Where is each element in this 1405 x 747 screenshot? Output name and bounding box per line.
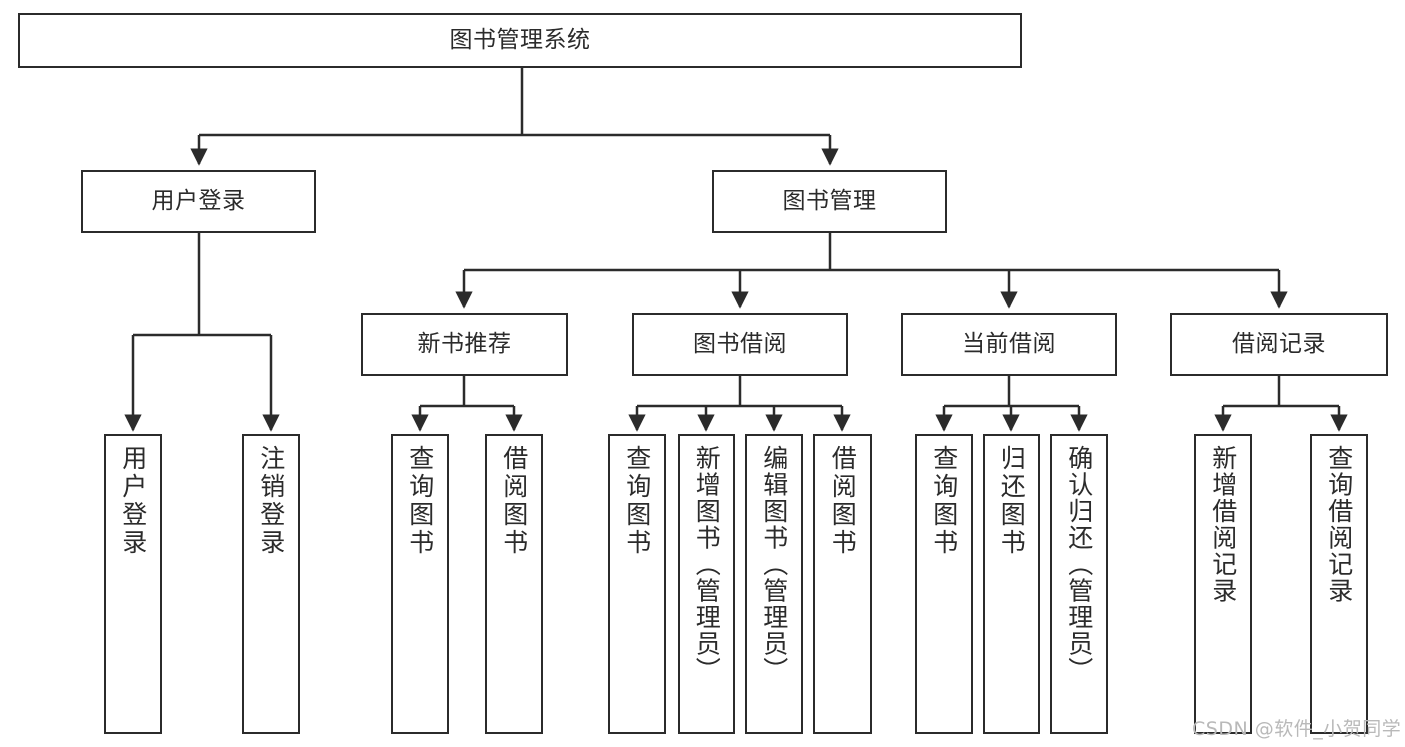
leaf-borrow-add-book-admin[interactable]: 新增图书（管理员） [678, 434, 735, 734]
node-book-management[interactable]: 图书管理 [712, 170, 947, 233]
node-label: 注销登录 [256, 445, 286, 557]
node-label: 查询图书 [622, 445, 652, 557]
node-current-borrow[interactable]: 当前借阅 [901, 313, 1117, 376]
node-borrow-records[interactable]: 借阅记录 [1170, 313, 1388, 376]
node-label: 图书借阅 [693, 331, 787, 358]
node-label: 用户登录 [118, 445, 148, 557]
node-label: 用户登录 [151, 188, 246, 215]
leaf-user-login-login[interactable]: 用户登录 [104, 434, 162, 734]
node-label: 归还图书 [997, 445, 1027, 557]
node-label: 查询图书 [929, 445, 959, 557]
leaf-user-login-logout[interactable]: 注销登录 [242, 434, 300, 734]
node-label: 编辑图书（管理员） [759, 445, 789, 684]
leaf-new-book-query[interactable]: 查询图书 [391, 434, 449, 734]
node-label: 借阅记录 [1232, 331, 1326, 358]
node-label: 新书推荐 [417, 331, 512, 358]
node-label: 查询图书 [405, 445, 435, 557]
leaf-borrow-edit-book-admin[interactable]: 编辑图书（管理员） [745, 434, 803, 734]
node-user-login[interactable]: 用户登录 [81, 170, 316, 233]
leaf-new-book-borrow[interactable]: 借阅图书 [485, 434, 543, 734]
node-label: 图书管理系统 [449, 27, 591, 54]
leaf-borrow-borrow-book[interactable]: 借阅图书 [813, 434, 872, 734]
node-label: 新增借阅记录 [1208, 445, 1238, 604]
node-label: 新增图书（管理员） [692, 445, 722, 684]
leaf-current-return-book[interactable]: 归还图书 [983, 434, 1040, 734]
leaf-records-query-record[interactable]: 查询借阅记录 [1310, 434, 1368, 734]
node-new-book-recommend[interactable]: 新书推荐 [361, 313, 568, 376]
node-root-system[interactable]: 图书管理系统 [18, 13, 1022, 68]
leaf-current-query-book[interactable]: 查询图书 [915, 434, 973, 734]
node-label: 图书管理 [782, 188, 877, 215]
node-label: 查询借阅记录 [1324, 445, 1354, 604]
leaf-borrow-query-book[interactable]: 查询图书 [608, 434, 666, 734]
leaf-current-confirm-return-admin[interactable]: 确认归还（管理员） [1050, 434, 1108, 734]
node-label: 当前借阅 [962, 331, 1056, 358]
node-book-borrow[interactable]: 图书借阅 [632, 313, 848, 376]
node-label: 借阅图书 [828, 445, 858, 557]
node-label: 借阅图书 [499, 445, 529, 557]
leaf-records-add-record[interactable]: 新增借阅记录 [1194, 434, 1252, 734]
watermark-text: CSDN @软件_小贺同学 [1192, 718, 1402, 740]
node-label: 确认归还（管理员） [1064, 445, 1094, 684]
